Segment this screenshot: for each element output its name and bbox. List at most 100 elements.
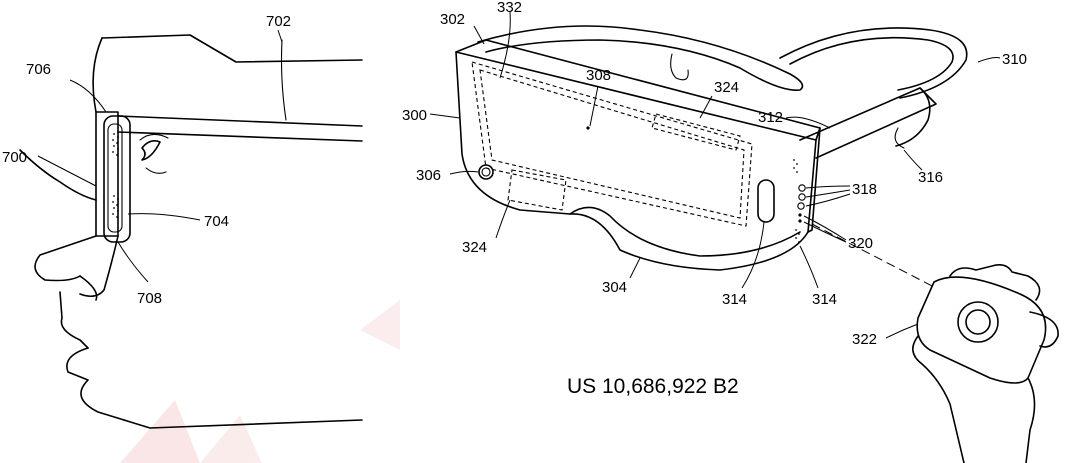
leader-316 bbox=[903, 149, 923, 171]
label-324-top: 324 bbox=[714, 79, 739, 96]
label-302: 302 bbox=[440, 11, 465, 28]
speaker-grill-lower bbox=[795, 229, 800, 243]
button-306 bbox=[478, 164, 494, 180]
leader-706 bbox=[69, 79, 107, 113]
earphone-316 bbox=[894, 127, 905, 149]
side-port-320-a bbox=[798, 213, 802, 217]
headband-rear-outer bbox=[779, 27, 968, 99]
headset-body bbox=[455, 51, 817, 271]
display-housing bbox=[95, 111, 119, 237]
lips-chin bbox=[66, 347, 125, 421]
leader-322 bbox=[885, 323, 919, 339]
leader-700 bbox=[37, 155, 97, 187]
label-706: 706 bbox=[26, 61, 51, 78]
camera-308 bbox=[586, 126, 590, 130]
face-profile-left bbox=[19, 149, 97, 201]
leader-320 bbox=[803, 215, 847, 243]
leader-308 bbox=[589, 85, 599, 127]
leader-310 bbox=[977, 57, 1001, 63]
cheek-line bbox=[79, 235, 119, 298]
leader-300 bbox=[429, 113, 461, 119]
label-702: 702 bbox=[266, 13, 291, 30]
label-314-b: 314 bbox=[812, 291, 837, 308]
leader-304 bbox=[629, 257, 641, 279]
label-306: 306 bbox=[416, 167, 441, 184]
side-port-320-b bbox=[798, 219, 802, 223]
leader-318 bbox=[805, 185, 851, 207]
earphone-top bbox=[670, 53, 689, 81]
headband-rear-inner bbox=[789, 36, 954, 91]
patent-number-caption: US 10,686,922 B2 bbox=[567, 375, 739, 398]
button-306-inner bbox=[481, 167, 491, 177]
lower-lid bbox=[145, 167, 167, 174]
arm-curve bbox=[895, 87, 931, 147]
side-button-318-c bbox=[797, 202, 805, 210]
label-332: 332 bbox=[497, 0, 522, 16]
nose-outline bbox=[34, 235, 97, 282]
side-display-314 bbox=[757, 179, 775, 223]
leader-324-bottom bbox=[495, 199, 511, 239]
label-708: 708 bbox=[137, 290, 162, 307]
label-308: 308 bbox=[586, 67, 611, 84]
side-button-318-b bbox=[798, 193, 806, 201]
headset-side-edge bbox=[807, 127, 821, 233]
side-arm bbox=[799, 87, 937, 159]
label-310: 310 bbox=[1002, 51, 1027, 68]
temple-arm-top bbox=[117, 115, 363, 127]
sensor-pad-324-top bbox=[651, 113, 741, 151]
right-figure-labels: 302 332 308 324 310 312 300 306 318 316 … bbox=[402, 0, 1027, 348]
sensor-pad-324-bottom bbox=[507, 169, 567, 211]
leader-702 bbox=[277, 29, 283, 43]
eyebrow bbox=[139, 133, 169, 141]
facial-interface-304 bbox=[569, 206, 801, 257]
leader-324-top bbox=[699, 95, 713, 119]
head-top-outline bbox=[101, 34, 363, 63]
leader-306 bbox=[449, 170, 479, 175]
leader-312 bbox=[785, 116, 831, 129]
label-704: 704 bbox=[204, 213, 229, 230]
leader-708 bbox=[117, 241, 149, 283]
forehead-outline bbox=[92, 37, 103, 113]
lens-speckles-lower bbox=[112, 195, 119, 218]
label-312: 312 bbox=[758, 109, 783, 126]
wrist-right bbox=[1025, 377, 1036, 463]
label-318: 318 bbox=[852, 181, 877, 198]
jaw-line bbox=[123, 419, 363, 429]
label-700: 700 bbox=[2, 149, 27, 166]
display-region-inner bbox=[479, 69, 745, 219]
label-324-bottom: 324 bbox=[462, 239, 487, 256]
left-figure-head bbox=[19, 29, 363, 429]
leader-314-b bbox=[799, 245, 819, 289]
label-322: 322 bbox=[852, 331, 877, 348]
label-300: 300 bbox=[402, 107, 427, 124]
speaker-grill-front bbox=[793, 159, 798, 173]
lens-speckles-upper bbox=[112, 133, 119, 156]
leader-314-a bbox=[741, 221, 765, 289]
eye-outline bbox=[141, 140, 161, 161]
remote-322-in-hand bbox=[912, 264, 1059, 463]
nostril bbox=[79, 275, 98, 301]
upper-lip bbox=[59, 291, 89, 349]
watermark bbox=[120, 300, 400, 463]
fingers-top bbox=[949, 264, 1041, 301]
remote-dial-inner bbox=[965, 309, 991, 335]
display-lens-inner bbox=[107, 123, 123, 233]
right-figure-headset bbox=[429, 11, 1059, 463]
label-304: 304 bbox=[602, 279, 627, 296]
remote-body bbox=[916, 276, 1047, 384]
remote-dial bbox=[957, 301, 999, 343]
leader-302 bbox=[473, 25, 485, 45]
label-320: 320 bbox=[848, 235, 873, 252]
thumb-and-wrist-left bbox=[912, 335, 965, 463]
side-button-318-a bbox=[798, 184, 806, 192]
leader-704 bbox=[127, 213, 201, 221]
wireless-link bbox=[811, 223, 937, 289]
label-314-a: 314 bbox=[722, 291, 747, 308]
left-figure-labels: 702 706 700 704 708 bbox=[2, 13, 291, 307]
finger-right bbox=[1029, 311, 1059, 348]
label-316: 316 bbox=[918, 169, 943, 186]
display-region-332 bbox=[471, 61, 753, 227]
headband-front bbox=[477, 25, 804, 91]
